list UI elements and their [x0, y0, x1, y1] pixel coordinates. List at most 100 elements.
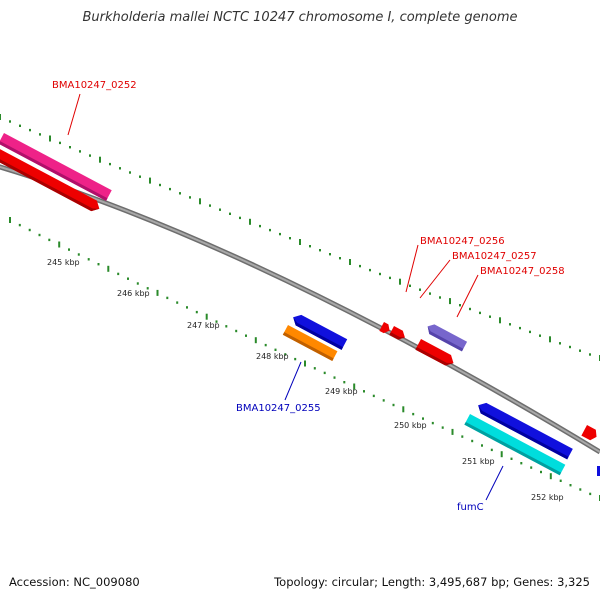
tick-major — [399, 278, 401, 285]
feature-BMA10247_0252[interactable] — [0, 133, 112, 201]
tick-minor — [179, 192, 181, 195]
scale-label-246kbp: 246 kbp — [117, 289, 150, 298]
tick-major — [99, 156, 101, 163]
feature-BMA10247_0258[interactable] — [425, 322, 468, 352]
tick-minor — [28, 228, 31, 232]
tick-major — [451, 428, 454, 435]
tick-minor — [333, 376, 336, 379]
tick-major — [0, 114, 1, 120]
tick-minor — [343, 381, 346, 384]
tick-major — [149, 177, 151, 184]
tick-minor — [392, 403, 395, 407]
scale-label-249kbp: 249 kbp — [325, 387, 358, 396]
tick-minor — [245, 334, 247, 337]
tick-minor — [169, 187, 171, 191]
tick-minor — [279, 232, 281, 236]
tick-minor — [269, 228, 271, 232]
tick-minor — [89, 154, 91, 157]
scale-label-247kbp: 247 kbp — [187, 321, 220, 330]
tick-minor — [559, 479, 562, 482]
tick-minor — [229, 212, 231, 215]
scale-label-252kbp: 252 kbp — [531, 493, 564, 502]
tick-minor — [419, 288, 421, 291]
tick-minor — [219, 208, 221, 211]
tick-minor — [9, 120, 11, 123]
tick-minor — [289, 237, 291, 240]
tick-minor — [569, 345, 571, 349]
tick-major — [49, 135, 51, 142]
feature-label-BMA10247_0256: BMA10247_0256 — [420, 236, 505, 247]
tick-minor — [127, 277, 129, 280]
tick-minor — [469, 307, 471, 311]
tick-major — [249, 218, 251, 225]
tick-major — [349, 259, 351, 265]
tick-major — [549, 336, 551, 343]
leader-line-fumC — [485, 465, 504, 501]
genome-summary-text: Topology: circular; Length: 3,495,687 bp… — [274, 575, 590, 589]
tick-minor — [530, 466, 533, 469]
tick-minor — [215, 320, 218, 323]
tick-minor — [429, 292, 431, 295]
tick-minor — [195, 310, 198, 314]
feature-cds-red-3[interactable] — [581, 425, 599, 442]
tick-minor — [264, 343, 267, 347]
tick-major — [549, 473, 552, 480]
feature-BMA10247_0255[interactable] — [282, 325, 338, 362]
tick-minor — [439, 296, 441, 299]
tick-minor — [129, 171, 131, 174]
tick-minor — [109, 162, 111, 166]
tick-minor — [510, 457, 513, 460]
tick-major — [353, 383, 356, 390]
feature-cds-red-1[interactable] — [0, 148, 102, 214]
tick-minor — [146, 287, 149, 290]
tick-minor — [359, 264, 361, 268]
tick-minor — [68, 248, 70, 251]
tick-minor — [189, 196, 191, 199]
scale-label-250kbp: 250 kbp — [394, 421, 427, 430]
feature-label-BMA10247_0255: BMA10247_0255 — [236, 403, 321, 414]
feature-BMA10247_0257[interactable] — [389, 326, 407, 342]
tick-minor — [339, 257, 341, 260]
tick-row-lower — [9, 217, 600, 501]
tick-minor — [59, 141, 61, 145]
tick-major — [299, 239, 301, 245]
tick-minor — [176, 301, 179, 304]
tick-major — [500, 451, 503, 458]
tick-minor — [389, 276, 391, 280]
tick-minor — [471, 439, 474, 443]
tick-minor — [459, 304, 461, 307]
tick-minor — [239, 216, 241, 220]
leader-line-0257 — [419, 259, 451, 299]
tick-major — [107, 265, 110, 272]
leader-line-0256 — [405, 244, 419, 293]
leader-line-0255 — [284, 361, 302, 401]
tick-minor — [136, 282, 139, 285]
accession-text: Accession: NC_009080 — [9, 575, 140, 589]
tick-minor — [589, 353, 591, 356]
tick-minor — [519, 326, 521, 330]
tick-minor — [294, 357, 297, 361]
tick-minor — [520, 462, 523, 465]
feature-BMA10247_0256[interactable] — [379, 322, 392, 335]
feature-cds-blue-2[interactable] — [475, 400, 573, 460]
tick-major — [449, 298, 451, 305]
tick-minor — [579, 488, 582, 491]
tick-minor — [119, 167, 121, 170]
tick-major — [304, 360, 306, 367]
feature-cds-red-2[interactable] — [415, 339, 456, 368]
tick-minor — [540, 470, 542, 474]
feature-cds-blue-1[interactable] — [290, 312, 348, 350]
tick-minor — [159, 183, 161, 187]
tick-minor — [235, 329, 238, 333]
feature-label-fumC: fumC — [457, 502, 484, 513]
feature-edge-blue — [597, 466, 600, 476]
scale-label-251kbp: 251 kbp — [462, 457, 495, 466]
tick-minor — [382, 399, 385, 402]
tick-minor — [39, 133, 41, 136]
feature-fumC[interactable] — [464, 414, 566, 476]
feature-label-BMA10247_0252: BMA10247_0252 — [52, 80, 137, 91]
tick-minor — [441, 426, 444, 429]
map-title: Burkholderia mallei NCTC 10247 chromosom… — [82, 10, 518, 25]
